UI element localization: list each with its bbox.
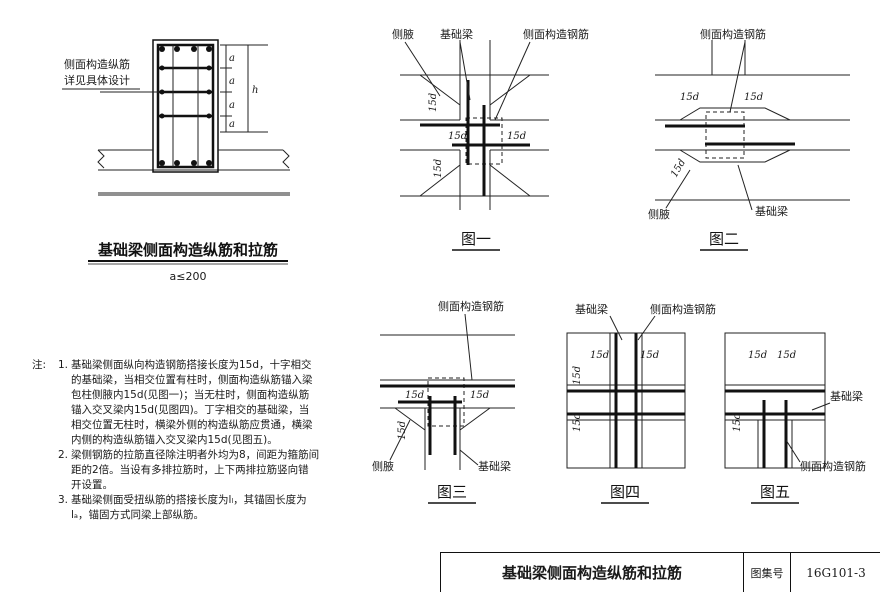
atlas-number: 16G101-3: [806, 565, 866, 580]
figure-4: 15d 15d 15d 15d 基础梁 侧面构造钢筋 图四: [566, 302, 716, 504]
fig3-dim-3: 15d: [397, 421, 408, 440]
fig3-label-side: 侧腋: [372, 459, 394, 473]
note-item-3: 3. 基础梁侧面受扭纵筋的搭接长度为lₗ，其锚固长度为: [32, 493, 362, 508]
notes-head: 注:: [32, 359, 47, 371]
svg-text:a: a: [229, 76, 235, 87]
note-item-1: 注: 1. 基础梁侧面纵向构造钢筋搭接长度为15d，十字相交: [32, 358, 362, 373]
svg-text:a: a: [229, 100, 235, 111]
fig2-label-beam: 基础梁: [755, 204, 788, 218]
section-note-line1: 侧面构造纵筋: [64, 57, 130, 71]
fig1-label-side: 侧腋: [392, 27, 414, 41]
figure-2: 15d 15d 15d 侧面构造钢筋 侧腋 基础梁 图二: [648, 27, 850, 251]
note-num: 1.: [57, 359, 68, 371]
fig2-dim-2: 15d: [744, 92, 763, 103]
fig5-label-beam: 基础梁: [830, 389, 863, 403]
note-line: 的基础梁，当相交位置有柱时，侧面构造纵筋锚入梁: [71, 374, 313, 386]
section-subtitle: a≤200: [170, 270, 207, 283]
figure-3: 15d 15d 15d 侧面构造钢筋 侧腋 基础梁 图三: [372, 299, 515, 504]
notes-block: 注: 1. 基础梁侧面纵向构造钢筋搭接长度为15d，十字相交 的基础梁，当相交位…: [32, 358, 362, 523]
fig2-caption: 图二: [709, 230, 739, 248]
note-line: 开设置。: [71, 479, 113, 491]
fig1-label-beam: 基础梁: [440, 27, 473, 41]
note-line: 相交位置无柱时，横梁外侧的构造纵筋应贯通，横梁: [71, 419, 313, 431]
svg-text:h: h: [252, 85, 258, 96]
fig4-label-bar: 侧面构造钢筋: [650, 302, 716, 316]
fig3-label-beam: 基础梁: [478, 459, 511, 473]
fig2-label-bar: 侧面构造钢筋: [700, 27, 766, 41]
fig1-dim-1: 15d: [428, 93, 439, 112]
title-block-title: 基础梁侧面构造纵筋和拉筋: [441, 553, 744, 592]
fig5-dim-1: 15d: [748, 350, 767, 361]
fig3-dim-2: 15d: [470, 390, 489, 401]
fig5-caption: 图五: [760, 483, 790, 501]
note-line: 距的2倍。当设有多排拉筋时，上下两排拉筋竖向错: [71, 464, 309, 476]
beam-section-figure: a a a a h 侧面构造纵筋 详见具体设计 基础梁侧面构造纵筋和拉筋 a≤2…: [62, 39, 290, 283]
fig1-dim-4: 15d: [433, 159, 444, 178]
note-num: 3.: [57, 494, 68, 506]
fig5-dim-3: 15d: [732, 413, 743, 432]
fig1-caption: 图一: [461, 230, 491, 248]
note-line: 包柱侧腋内15d(见图一)；当无柱时，侧面构造纵筋: [71, 389, 310, 401]
fig4-dim-1: 15d: [590, 350, 609, 361]
fig4-dim-2: 15d: [640, 350, 659, 361]
fig3-label-bar: 侧面构造钢筋: [438, 299, 504, 313]
note-line: 梁侧钢筋的拉筋直径除注明者外均为8，间距为箍筋间: [71, 449, 320, 461]
figure-5: 15d 15d 15d 基础梁 侧面构造钢筋 图五: [724, 332, 866, 504]
fig2-dim-1: 15d: [680, 92, 699, 103]
fig2-label-side: 侧腋: [648, 207, 670, 221]
note-line: 锚入交叉梁内15d(见图四)。丁字相交的基础梁，当: [71, 404, 310, 416]
fig4-dim-4: 15d: [572, 413, 583, 432]
note-line: 内侧的构造纵筋锚入交叉梁内15d(见图五)。: [71, 434, 278, 446]
section-note-line2: 详见具体设计: [64, 73, 130, 87]
fig3-dim-1: 15d: [405, 390, 424, 401]
fig1-label-bar: 侧面构造钢筋: [523, 27, 589, 41]
note-line: 基础梁侧面纵向构造钢筋搭接长度为15d，十字相交: [71, 359, 312, 371]
atlas-label: 图集号: [744, 553, 791, 592]
figure-1: 15d 15d 15d 15d 侧腋 基础梁 侧面构造钢筋 图一: [392, 27, 589, 251]
fig4-label-beam: 基础梁: [575, 302, 608, 316]
svg-text:a: a: [229, 53, 235, 64]
fig5-label-bar: 侧面构造钢筋: [800, 459, 866, 473]
fig5-dim-2: 15d: [777, 350, 796, 361]
title-block: 基础梁侧面构造纵筋和拉筋 图集号 16G101-3: [440, 552, 880, 592]
fig1-dim-2: 15d: [448, 131, 467, 142]
note-num: 2.: [57, 449, 68, 461]
fig1-dim-3: 15d: [507, 131, 526, 142]
note-line: 基础梁侧面受扭纵筋的搭接长度为lₗ，其锚固长度为: [71, 494, 307, 506]
section-title: 基础梁侧面构造纵筋和拉筋: [97, 241, 278, 259]
fig4-caption: 图四: [610, 483, 640, 501]
note-line: lₐ，锚固方式同梁上部纵筋。: [71, 509, 205, 521]
fig2-dim-3: 15d: [669, 157, 688, 179]
svg-text:a: a: [229, 119, 235, 130]
fig4-dim-3: 15d: [572, 366, 583, 385]
fig3-caption: 图三: [437, 483, 467, 501]
note-item-2: 2. 梁侧钢筋的拉筋直径除注明者外均为8，间距为箍筋间: [32, 448, 362, 463]
